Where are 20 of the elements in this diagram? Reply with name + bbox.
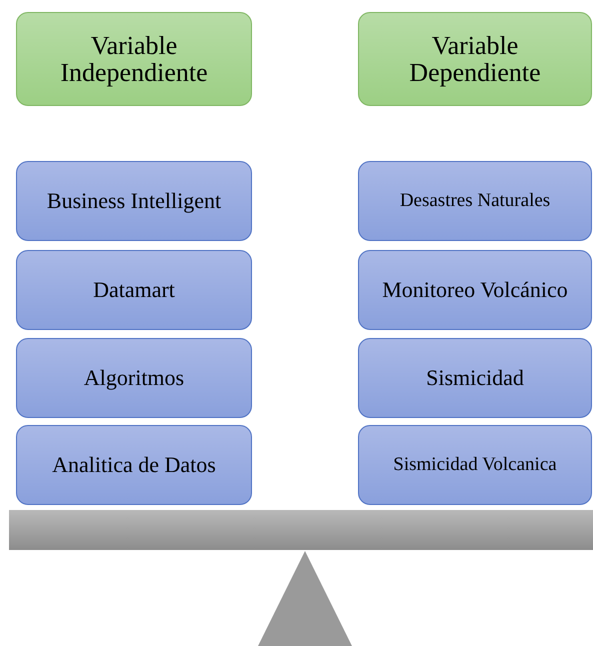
box-label: Variable Independiente <box>59 32 209 86</box>
item-box <box>16 161 252 241</box>
item-box <box>358 250 592 330</box>
item-box <box>358 161 592 241</box>
box-label: Analitica de Datos <box>52 453 216 477</box>
box-label: Business Intelligent <box>46 189 222 213</box>
box-label: Sismicidad Volcanica <box>393 455 557 475</box>
box-label: Variable Dependiente <box>408 32 542 86</box>
box-label: Sismicidad <box>426 366 524 390</box>
item-box <box>16 250 252 330</box>
box-label: Datamart <box>93 278 175 302</box>
item-box <box>358 425 592 505</box>
item-box <box>16 425 252 505</box>
header-box <box>358 12 592 106</box>
item-box <box>358 338 592 418</box>
header-box <box>16 12 252 106</box>
item-box <box>16 338 252 418</box>
box-label: Monitoreo Volcánico <box>382 278 568 302</box>
box-label: Algoritmos <box>84 366 184 390</box>
box-label: Desastres Naturales <box>400 191 550 211</box>
